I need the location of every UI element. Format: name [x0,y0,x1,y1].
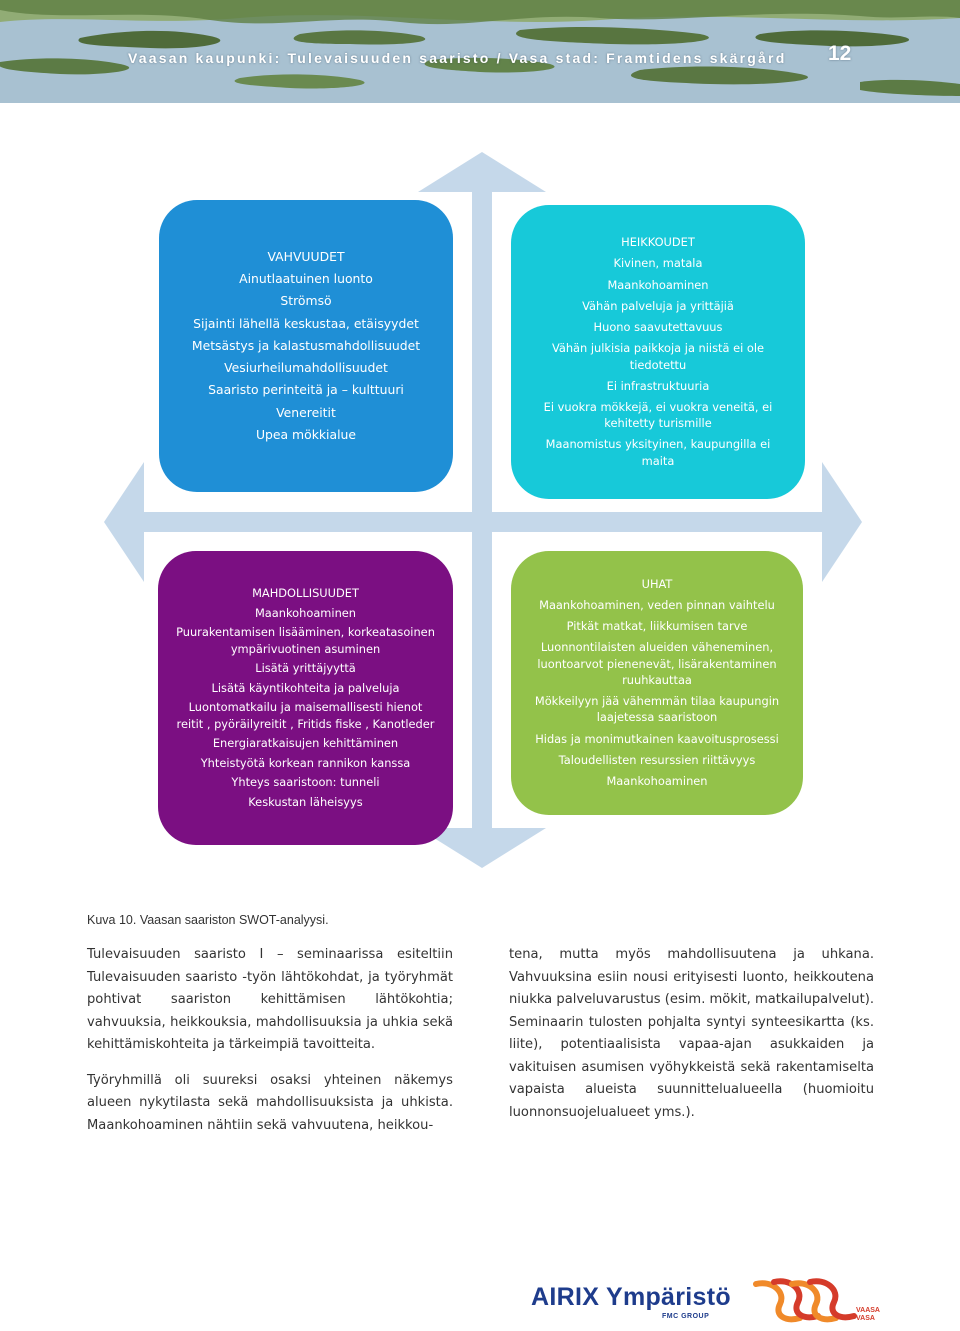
page-number: 12 [828,42,852,65]
threats-item: Hidas ja monimutkainen kaavoitusprosessi [535,731,779,746]
threats-item: Taloudellisten resurssien riittävyys [558,752,756,767]
opportunities-item: Luontomatkailu ja maisemallisesti hienot… [176,700,435,731]
body-column-right: tena, mutta myös mahdollisuutena ja uhka… [509,944,874,1137]
strengths-heading: VAHVUUDET [267,249,345,265]
strengths-item: Upea mökkialue [255,426,357,442]
threats-item: Mökkeilyyn jää vähemmän tilaa kaupungin … [534,694,780,725]
weaknesses-item: Kivinen, matala [613,256,703,271]
opportunities-item: Yhteistyötä korkean rannikon kanssa [200,755,411,770]
strengths-item: Strömsö [280,293,332,309]
archipelago-photo [0,0,960,103]
body-paragraph: Työryhmillä oli suureksi osaksi yhteinen… [87,1072,453,1133]
swot-diagram: VAHVUUDET Ainutlaatuinen luonto Strömsö … [0,140,960,910]
opportunities-item: Lisätä käyntikohteita ja palveluja [211,680,400,695]
threats-box: UHAT Maankohoaminen, veden pinnan vaihte… [511,551,803,815]
vaasa-name-sv: VASA [856,1315,875,1322]
threats-item: Maankohoaminen [606,773,708,788]
opportunities-item: Lisätä yrittäjyyttä [255,661,356,675]
figure-caption: Kuva 10. Vaasan saariston SWOT-analyysi. [87,913,329,927]
opportunities-item: Puurakentamisen lisääminen, korkeatasoin… [176,625,435,656]
weaknesses-item: Ei infrastruktuuria [606,378,710,393]
threats-item: Luonnontilaisten alueiden väheneminen, l… [537,640,777,687]
strengths-item: Venereitit [276,404,336,420]
vaasa-logo-text: VAASA VASA [856,1307,880,1323]
vaasa-logo [753,1278,857,1323]
airix-logo: AIRIX Ympäristö [531,1283,731,1311]
vaasa-name-fi: VAASA [856,1307,880,1314]
strengths-item: Ainutlaatuinen luonto [239,271,373,287]
body-column-left: Tulevaisuuden saaristo I – seminaarissa … [87,944,453,1150]
threats-item: Pitkät matkat, liikkumisen tarve [566,619,748,634]
strengths-item: Saaristo perinteitä ja – kulttuuri [208,382,404,398]
opportunities-item: Yhteys saaristoon: tunneli [231,775,380,789]
opportunities-heading: MAHDOLLISUUDET [252,586,359,600]
threats-heading: UHAT [641,576,673,591]
weaknesses-item: Ei vuokra mökkejä, ei vuokra veneitä, ei… [543,399,773,431]
opportunities-box: MAHDOLLISUUDET Maankohoaminen Puurakenta… [158,551,453,845]
body-paragraph: tena, mutta myös mahdollisuutena ja uhka… [509,947,874,1120]
weaknesses-item: Vähän julkisia paikkoja ja niistä ei ole… [551,341,765,372]
weaknesses-box: HEIKKOUDET Kivinen, matala Maankohoamine… [511,205,805,499]
weaknesses-item: Vähän palveluja ja yrittäjiä [582,298,734,313]
strengths-box: VAHVUUDET Ainutlaatuinen luonto Strömsö … [159,200,453,492]
swot-axes [104,152,862,868]
strengths-item: Sijainti lähellä keskustaa, etäisyydet [193,315,419,331]
weaknesses-item: Maankohoaminen [607,277,709,292]
body-paragraph: Tulevaisuuden saaristo I – seminaarissa … [87,947,453,1052]
strengths-item: Metsästys ja kalastusmahdollisuudet [191,337,421,353]
weaknesses-item: Maanomistus yksityinen, kaupungilla ei m… [545,437,771,468]
header-title: Vaasan kaupunki: Tulevaisuuden saaristo … [128,50,787,66]
opportunities-item: Energiaratkaisujen kehittäminen [212,736,399,750]
header-banner: Vaasan kaupunki: Tulevaisuuden saaristo … [0,0,960,103]
weaknesses-heading: HEIKKOUDET [621,235,695,250]
threats-item: Maankohoaminen, veden pinnan vaihtelu [539,598,775,613]
strengths-item: Vesiurheilumahdollisuudet [224,360,388,376]
airix-logo-subtitle: FMC GROUP [662,1313,710,1320]
opportunities-item: Keskustan läheisyys [248,794,363,809]
opportunities-item: Maankohoaminen [254,605,357,620]
weaknesses-item: Huono saavutettavuus [593,320,723,335]
